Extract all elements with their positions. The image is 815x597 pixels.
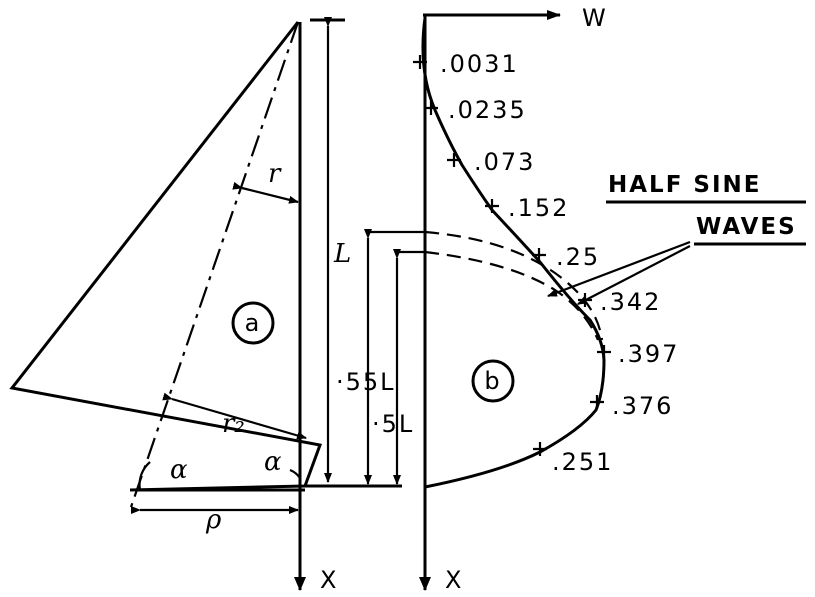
- half-sine-wave-inner: [424, 250, 600, 341]
- label-circle-a: [231, 301, 275, 345]
- symbol-l: L: [333, 239, 351, 269]
- tick-value-6: .342: [600, 288, 661, 316]
- panel-a-x-label: X: [320, 566, 338, 594]
- half-sine-wave-outer: [424, 230, 604, 341]
- symbol-rho: ρ: [205, 505, 222, 535]
- tick-mark: [533, 442, 547, 456]
- tick-value-9: .251: [552, 448, 613, 476]
- symbol-alpha-left: α: [170, 455, 188, 485]
- mode-shape-curve: [421, 17, 606, 489]
- tick-value-8: .376: [612, 392, 673, 420]
- symbol-r2: r₂: [222, 409, 245, 439]
- tick-mark: [447, 153, 461, 167]
- note-leader-2: [577, 245, 691, 305]
- tick-mark: [424, 101, 438, 115]
- panel-a: a r r₂ L α α ρ X: [9, 17, 402, 594]
- tick-mark: [532, 248, 546, 262]
- tick-value-3: .073: [474, 148, 535, 176]
- w-axis-label: W: [582, 4, 608, 32]
- tick-mark: [485, 199, 499, 213]
- alpha-arc-right: [289, 468, 301, 479]
- symbol-r: r: [268, 159, 282, 189]
- tick-mark: [597, 345, 611, 359]
- wedge-outline: [9, 21, 323, 492]
- panel-b-x-label: X: [445, 566, 463, 594]
- panel-b-label: b: [484, 367, 501, 395]
- tick-value-7: .397: [618, 340, 679, 368]
- r-dimension: [232, 181, 299, 204]
- dim-55l-label: ·55L: [336, 368, 396, 396]
- label-circle-b: [471, 359, 515, 403]
- alpha-arc-left: [138, 461, 151, 491]
- note-waves: WAVES: [696, 214, 797, 240]
- tick-value-1: .0031: [440, 50, 519, 78]
- tick-value-5: .25: [556, 243, 600, 271]
- symbol-alpha-right: α: [264, 447, 282, 477]
- tick-mark: [413, 55, 427, 69]
- panel-a-label: a: [245, 309, 262, 337]
- tick-mark: [590, 395, 604, 409]
- tick-value-2: .0235: [448, 96, 527, 124]
- note-half-sine: HALF SINE: [608, 172, 762, 198]
- tick-value-4: .152: [508, 194, 569, 222]
- note-leader-1: [547, 240, 691, 298]
- panel-b: W X ·55L ·5L b .0031 .0235: [336, 4, 806, 594]
- dim-5l-label: ·5L: [372, 410, 414, 438]
- r2-dimension: [162, 392, 307, 440]
- wedge-centerline: [128, 21, 300, 511]
